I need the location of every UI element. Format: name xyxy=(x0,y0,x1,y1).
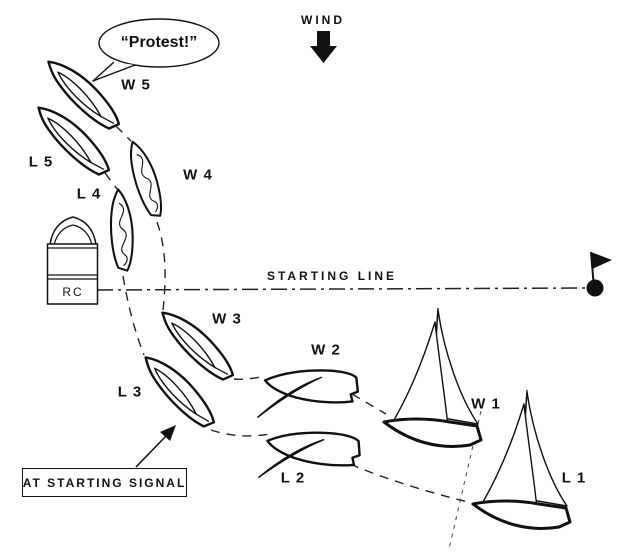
wind-label: WIND xyxy=(301,13,345,27)
boat-w2 xyxy=(256,366,360,422)
label-l1: L 1 xyxy=(561,469,587,487)
boat-w4 xyxy=(122,137,169,221)
label-w1: W 1 xyxy=(471,395,501,413)
rc-committee-boat xyxy=(46,216,99,305)
at-starting-signal-text: AT STARTING SIGNAL xyxy=(22,475,187,490)
boat-l4 xyxy=(107,187,137,273)
label-l3: L 3 xyxy=(117,383,143,401)
boat-l2 xyxy=(257,427,363,486)
windward-boat-path xyxy=(115,125,387,415)
rc-boat-label: RC xyxy=(62,285,84,299)
protest-bubble-text: “Protest!” xyxy=(120,34,198,51)
label-l2: L 2 xyxy=(280,469,306,487)
label-l5: L 5 xyxy=(28,153,54,171)
dotted-track-line xyxy=(448,410,482,550)
label-w4: W 4 xyxy=(183,166,213,184)
callout-arrow xyxy=(135,425,176,468)
label-w3: W 3 xyxy=(212,310,242,328)
label-w2: W 2 xyxy=(311,341,341,359)
leeward-boat-path xyxy=(104,172,473,504)
speech-bubble-shape xyxy=(92,18,220,82)
starting-line-label: STARTING LINE xyxy=(266,269,398,283)
boat-w1 xyxy=(382,306,483,448)
pin-end-flag-icon xyxy=(586,251,612,297)
starting-line xyxy=(96,287,589,291)
label-w5: W 5 xyxy=(121,76,151,94)
wind-arrow-icon xyxy=(310,31,337,63)
at-starting-signal-callout: AT STARTING SIGNAL xyxy=(22,468,187,497)
label-l4: L 4 xyxy=(76,185,102,203)
